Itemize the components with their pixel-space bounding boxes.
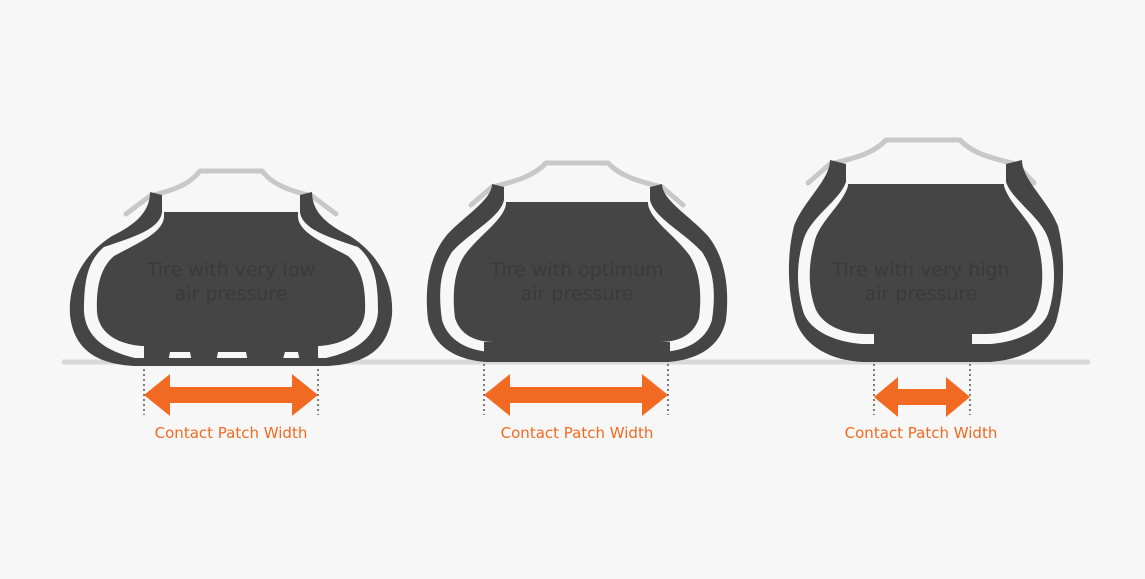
arrow-optimum [484,374,668,416]
tire-low-label-line-1: Tire with very low [146,259,316,281]
rim-high [805,137,1037,186]
tread-optimum [484,342,670,362]
tire-high-label-line-2: air pressure [864,283,978,305]
arrow-high [874,377,970,417]
tire-optimum [426,160,728,416]
tread-high [874,334,972,362]
tire-body-optimum [426,184,728,362]
arrow-low [144,374,318,416]
tire-high-label: Tire with very high air pressure [801,258,1041,306]
tire-optimum-label-line-1: Tire with optimum [490,259,664,281]
rim-optimum [468,160,686,208]
tire-low-label: Tire with very low air pressure [111,258,351,306]
tire-low-label-line-2: air pressure [174,283,288,305]
tire-high-patch-label: Contact Patch Width [844,424,998,442]
tire-optimum-label-line-2: air pressure [520,283,634,305]
tire-high-label-line-1: Tire with very high [832,259,1010,281]
tire-body-high [788,160,1064,362]
tire-high [788,137,1064,417]
tire-low-patch-label: Contact Patch Width [154,424,308,442]
tire-low [69,168,393,416]
tire-optimum-patch-label: Contact Patch Width [500,424,654,442]
tire-body-low [69,192,393,366]
rim-low [123,168,339,217]
tire-optimum-label: Tire with optimum air pressure [457,258,697,306]
tread-low [144,346,318,362]
